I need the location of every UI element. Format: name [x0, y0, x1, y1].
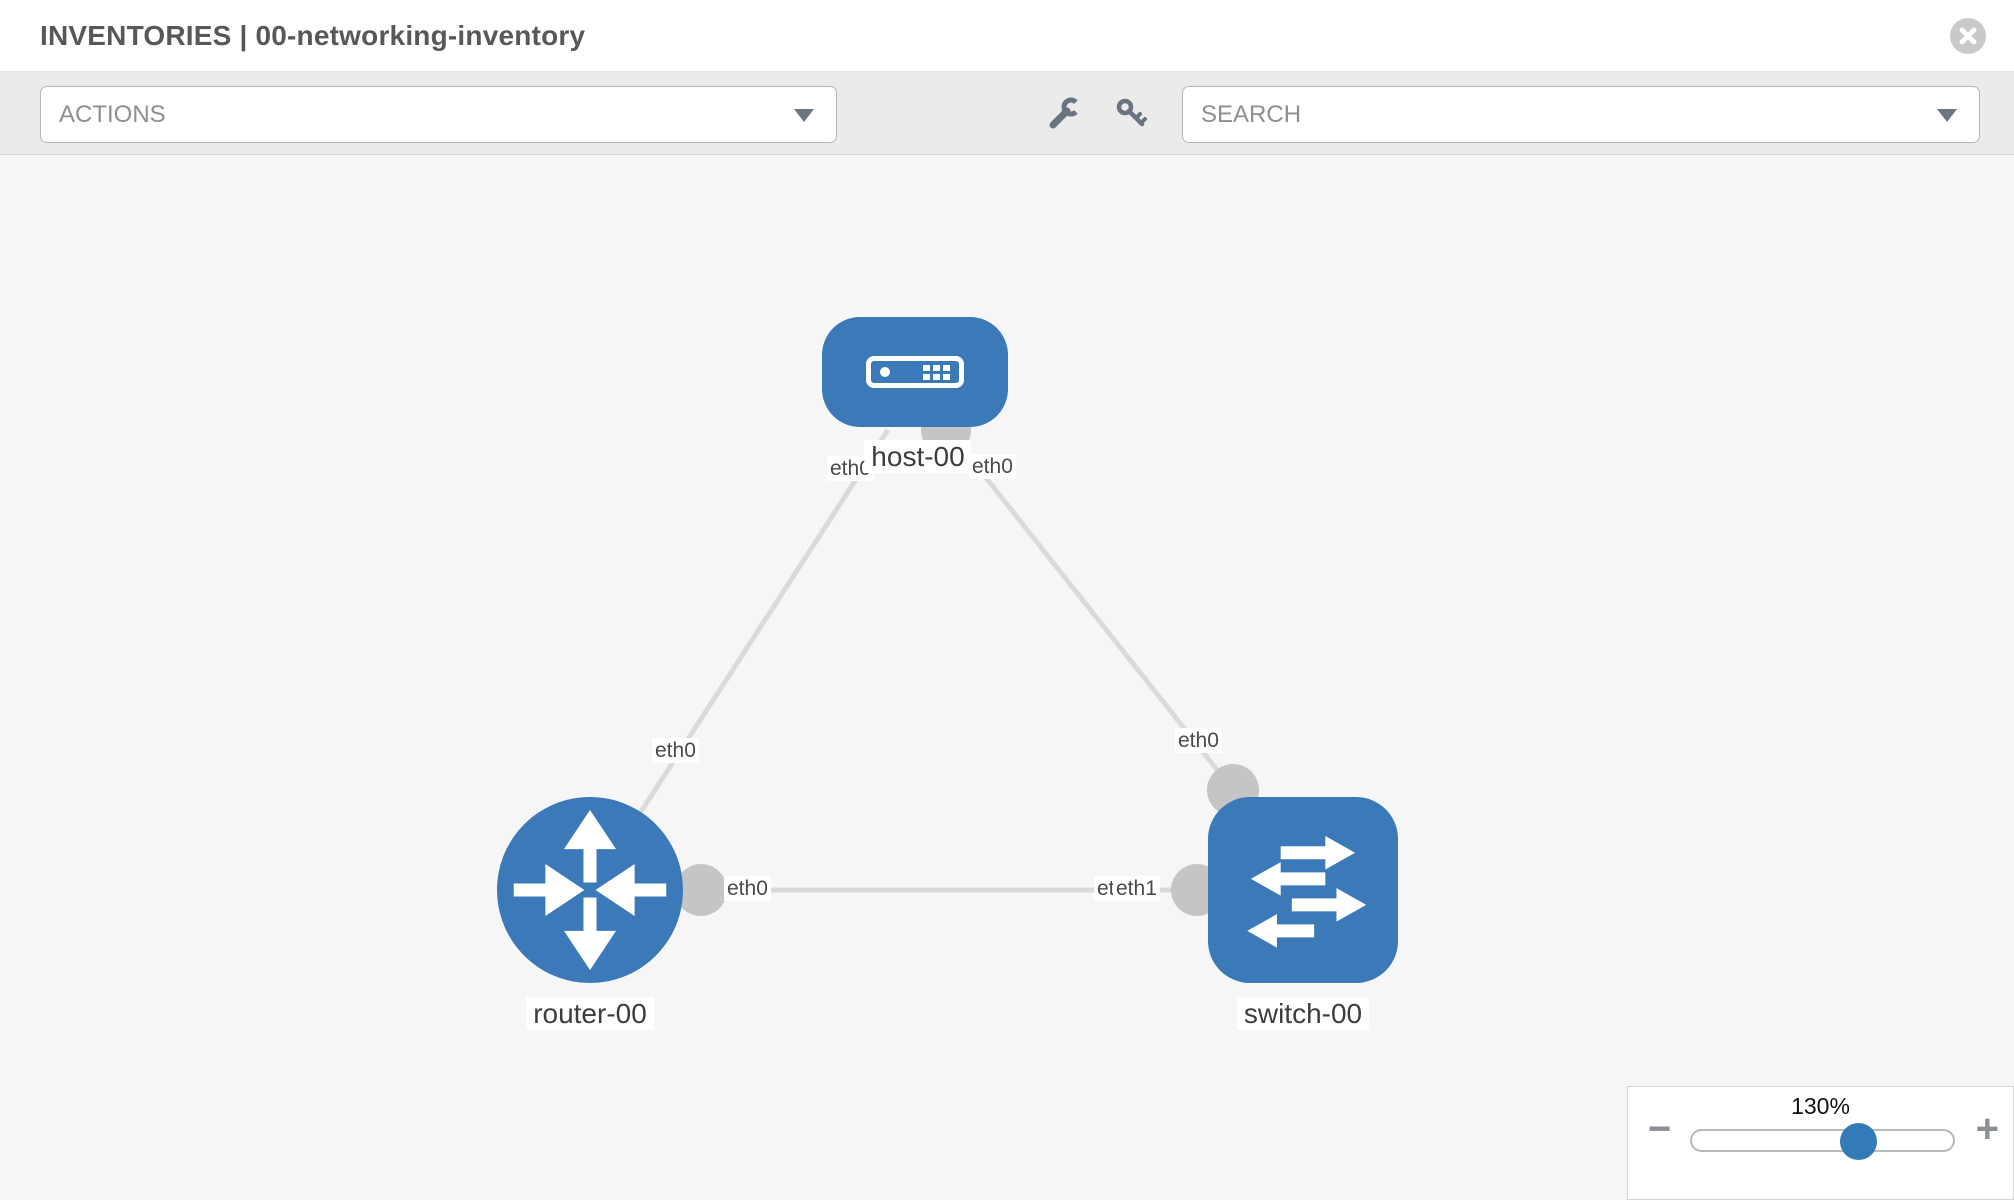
- iface-label-eth0: eth0: [969, 454, 1016, 479]
- zoom-slider-thumb[interactable]: [1840, 1123, 1877, 1160]
- key-icon: [1116, 98, 1147, 127]
- zoom-slider[interactable]: [1690, 1123, 1955, 1160]
- node-label-router-00: router-00: [526, 997, 654, 1030]
- zoom-level: 130%: [1791, 1093, 1850, 1119]
- router-arrows-icon: [513, 810, 667, 970]
- configure-button[interactable]: [1042, 92, 1086, 136]
- switch-arrows-icon: [1247, 836, 1367, 948]
- toolbar: ACTIONS SEARCH: [0, 72, 2014, 155]
- iface-label-eth0: eth0: [724, 876, 771, 901]
- node-label-host-00: host-00: [864, 440, 972, 473]
- iface-label-eth1: eth1: [1113, 876, 1160, 901]
- zoom-out-button[interactable]: −: [1648, 1107, 1672, 1151]
- node-host-00[interactable]: [822, 317, 1008, 427]
- chevron-down-icon: [794, 109, 814, 122]
- close-icon: [1959, 27, 1977, 45]
- node-switch-00[interactable]: [1208, 797, 1398, 983]
- header: INVENTORIES | 00-networking-inventory: [0, 0, 2014, 72]
- iface-label-eth0: eth0: [652, 738, 699, 763]
- actions-dropdown[interactable]: ACTIONS: [40, 86, 837, 143]
- chevron-down-icon: [1937, 109, 1957, 122]
- server-icon: [866, 356, 964, 388]
- actions-dropdown-label: ACTIONS: [59, 101, 166, 128]
- search-dropdown-label: SEARCH: [1201, 101, 1302, 128]
- page-title: INVENTORIES | 00-networking-inventory: [40, 20, 586, 51]
- node-label-switch-00: switch-00: [1236, 997, 1370, 1030]
- credentials-button[interactable]: [1110, 92, 1154, 136]
- iface-label-eth0: eth0: [1175, 728, 1222, 753]
- zoom-in-button[interactable]: +: [1975, 1107, 1999, 1151]
- topology-canvas[interactable]: [0, 155, 2014, 1200]
- search-dropdown[interactable]: SEARCH: [1182, 86, 1980, 143]
- zoom-panel: 130% − +: [1627, 1086, 2014, 1200]
- close-button[interactable]: [1950, 18, 1986, 54]
- wrench-icon: [1049, 97, 1081, 129]
- node-router-00[interactable]: [497, 797, 683, 983]
